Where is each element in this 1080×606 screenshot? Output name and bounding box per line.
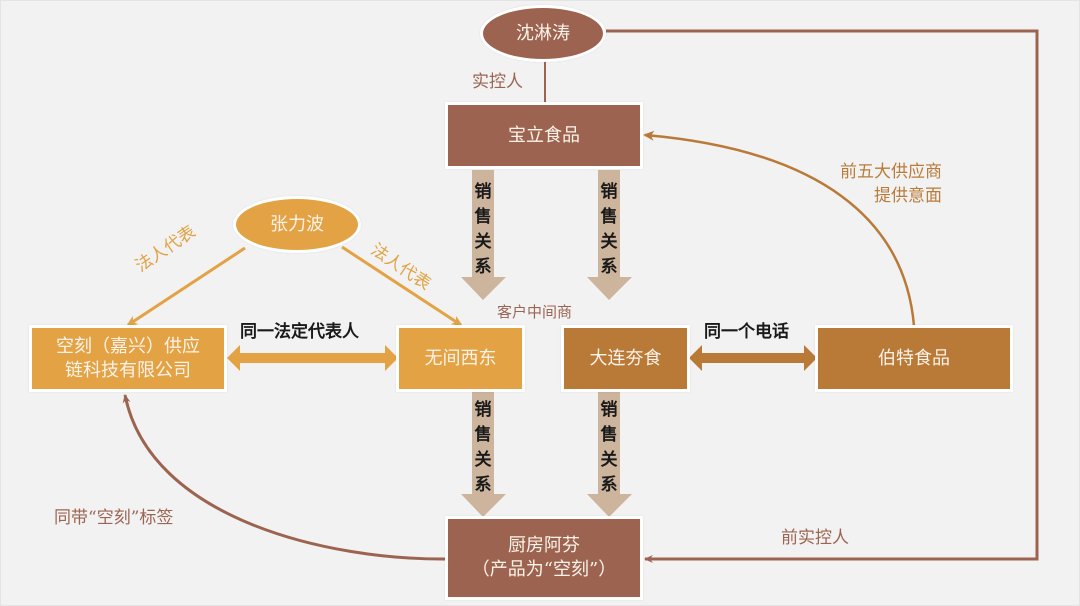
node-label: 大连夯食	[589, 347, 662, 369]
node-zhang-libo: 张力波	[233, 196, 361, 253]
node-label-line2: 链科技有限公司	[65, 359, 191, 381]
same-tag-curve	[122, 394, 447, 561]
node-label: 沈淋涛	[516, 22, 570, 44]
sales-label-baoli-dalian: 销售关系	[600, 182, 618, 277]
label-same-phone: 同一个电话	[704, 322, 789, 342]
label-actual-controller: 实控人	[472, 72, 523, 92]
node-label: 宝立食品	[508, 124, 580, 146]
same-legal-rep-double-arrow	[227, 345, 398, 371]
node-baoli-food: 宝立食品	[445, 102, 643, 169]
node-shen-lintao: 沈淋涛	[480, 5, 606, 62]
label-former-controller: 前实控人	[781, 528, 849, 548]
supplier-curve	[643, 130, 916, 327]
node-bote-food: 伯特食品	[815, 325, 1013, 392]
label-customer-intermediary: 客户中间商	[497, 303, 573, 321]
sales-label-dalian-chufang: 销售关系	[600, 400, 618, 495]
sales-arrow-dalian-chufang	[587, 392, 632, 517]
sales-label-wujian-chufang: 销售关系	[474, 400, 492, 495]
node-label: 伯特食品	[878, 347, 950, 369]
label-top5-line1: 前五大供应商	[840, 162, 942, 182]
node-label-line2: （产品为“空刻”）	[471, 559, 617, 580]
same-phone-double-arrow	[689, 345, 817, 371]
label-top5-supplier: 前五大供应商 提供意面	[824, 160, 942, 208]
sales-arrow-baoli-wujian	[461, 170, 506, 300]
node-dalian-hangshi: 大连夯食	[561, 325, 690, 392]
node-label-line1: 厨房阿芬	[508, 535, 580, 556]
sales-arrow-wujian-chufang	[461, 392, 506, 517]
node-label: 无间西东	[424, 347, 497, 369]
sales-arrow-baoli-dalian	[587, 170, 632, 300]
legal-rep-line-right	[341, 245, 463, 327]
node-chufang-afen: 厨房阿芬 （产品为“空刻”）	[445, 516, 643, 600]
node-label: 张力波	[270, 213, 324, 235]
node-label-line1: 空刻（嘉兴）供应	[56, 335, 200, 357]
node-kongke-supply-chain: 空刻（嘉兴）供应 链科技有限公司	[29, 325, 227, 392]
node-wujian-xidong: 无间西东	[396, 325, 525, 392]
legal-rep-line-left	[126, 246, 246, 327]
sales-label-baoli-wujian: 销售关系	[474, 182, 492, 277]
label-top5-line2: 提供意面	[874, 186, 942, 206]
label-same-tag: 同带“空刻”标签	[54, 508, 174, 528]
label-same-legal-rep: 同一法定代表人	[240, 322, 359, 342]
former-controller-line	[606, 29, 1039, 563]
